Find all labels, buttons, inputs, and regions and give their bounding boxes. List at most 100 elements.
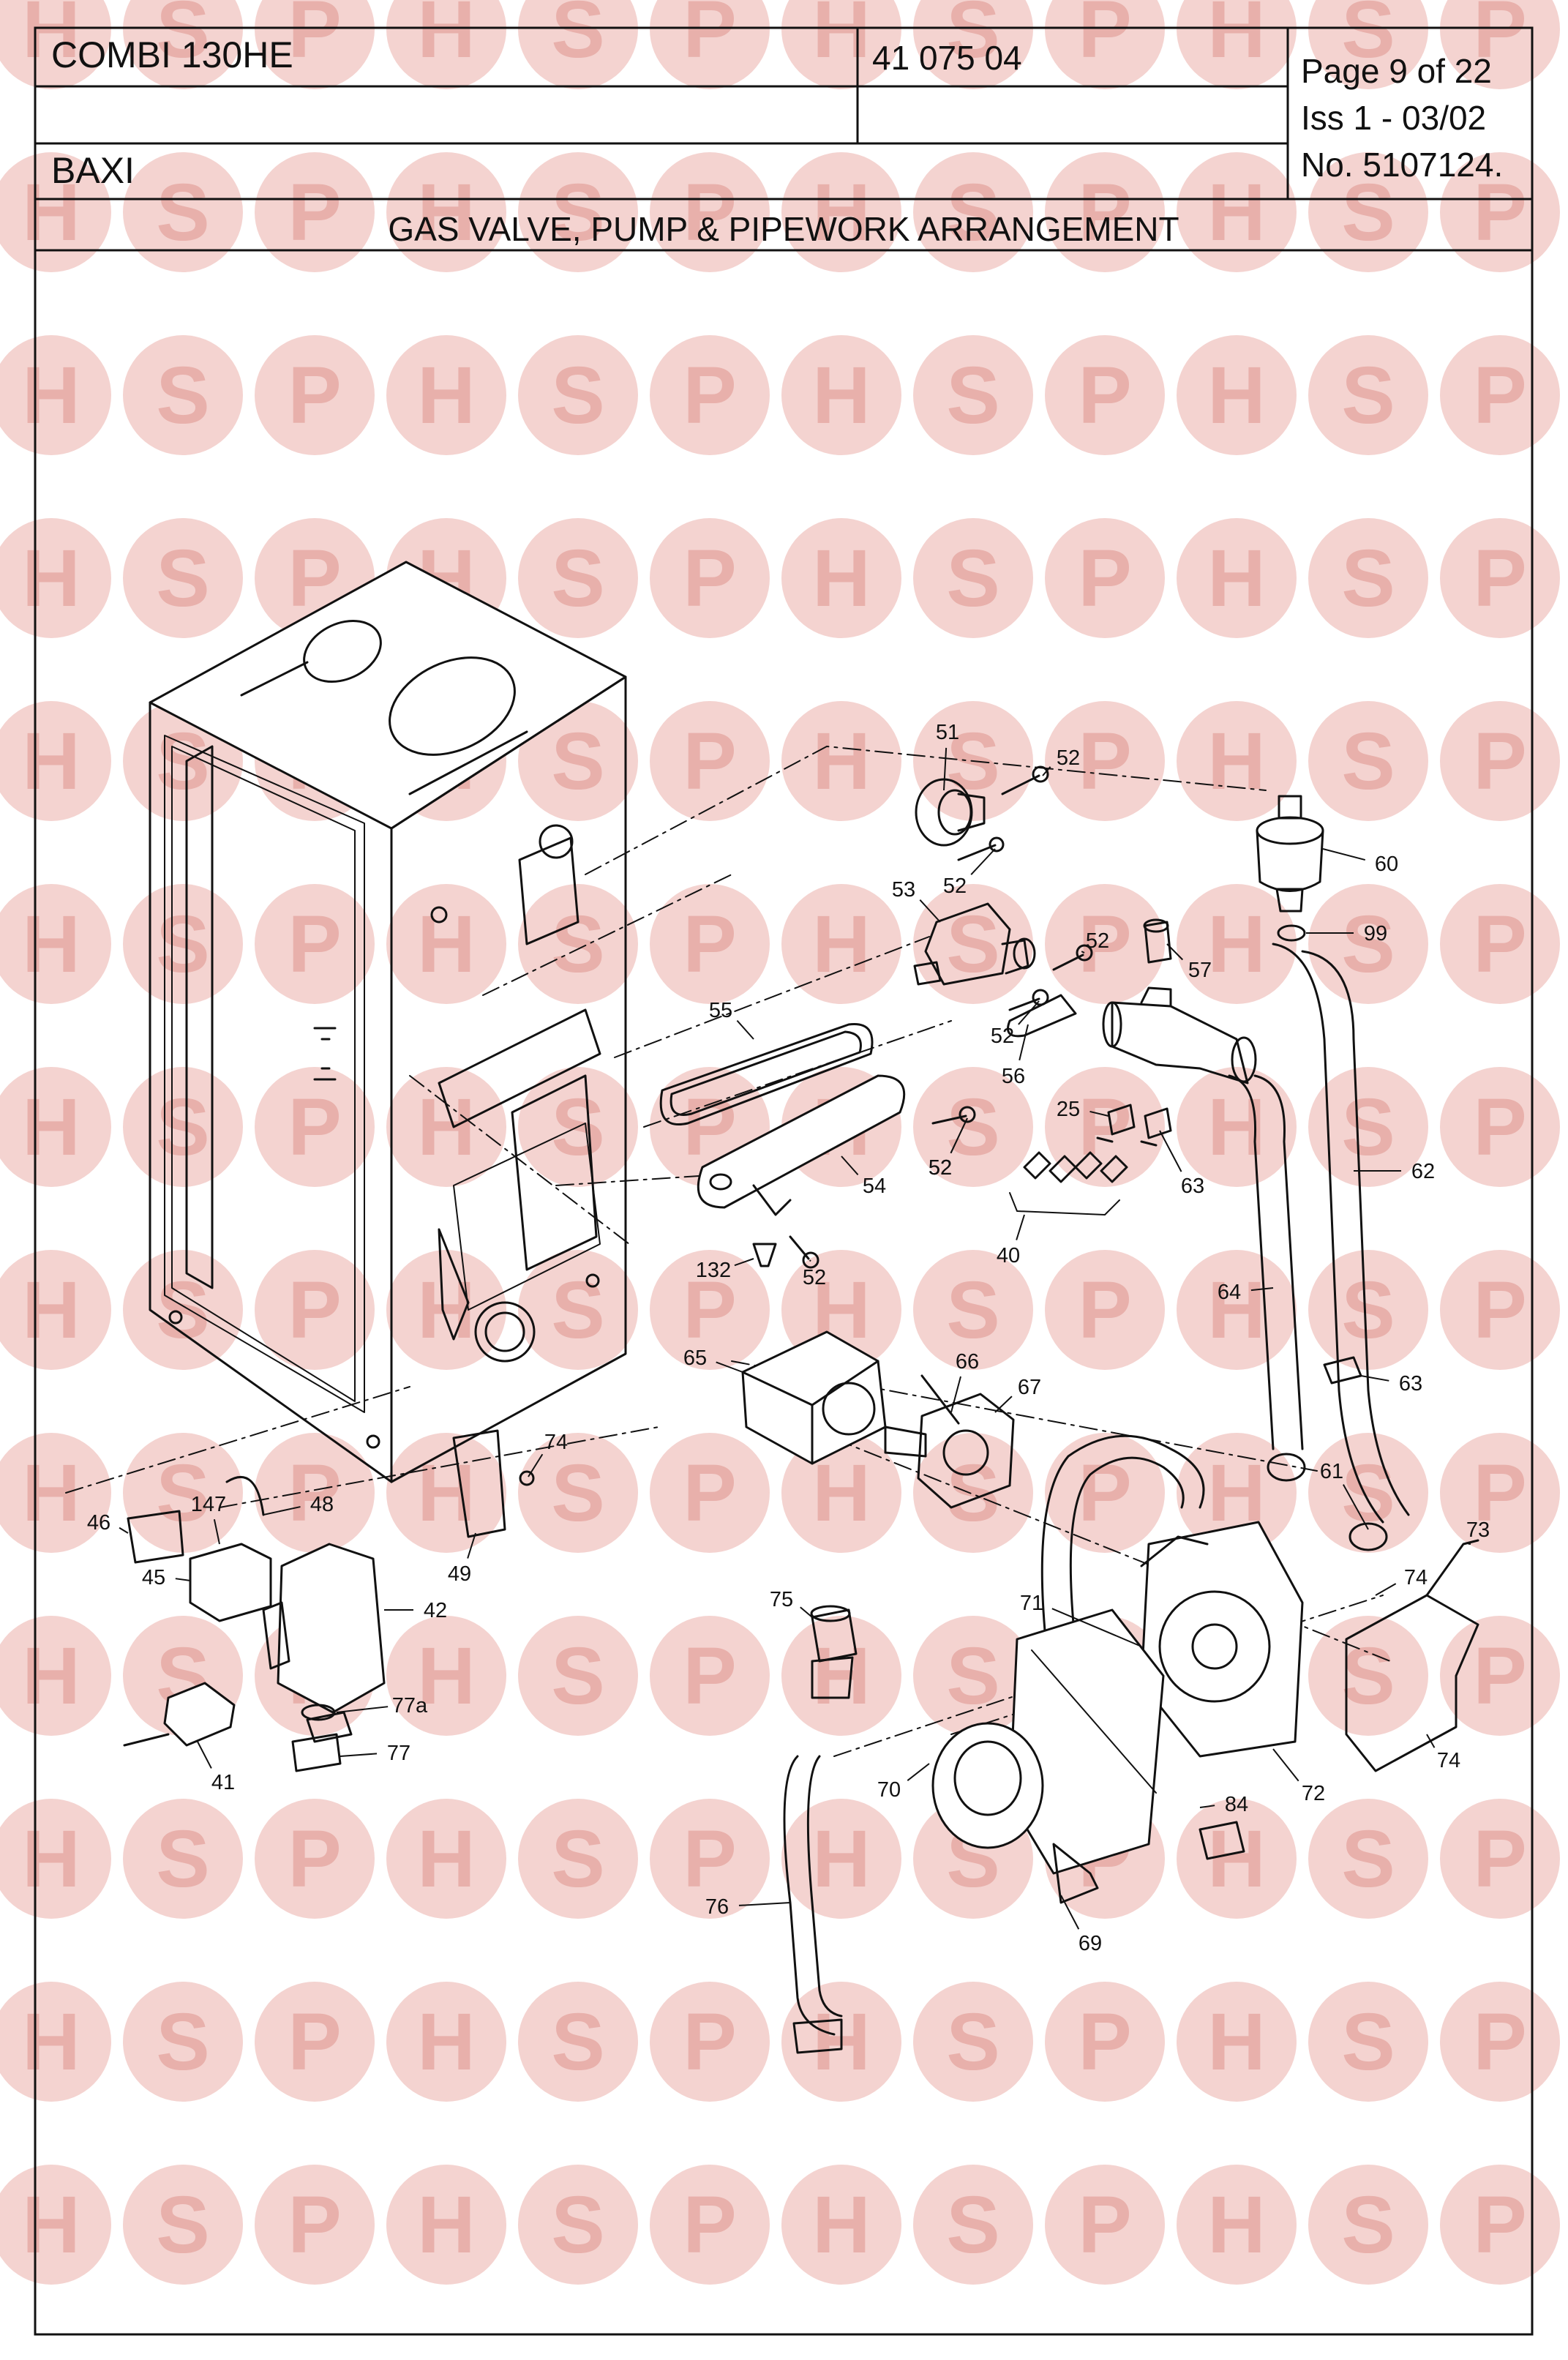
watermark-letter: P xyxy=(683,168,736,258)
callout-74: 74 xyxy=(1404,1566,1428,1589)
watermark-disc xyxy=(518,518,638,638)
leader-line-74 xyxy=(528,1453,544,1477)
watermark-letter: P xyxy=(683,0,736,75)
watermark-disc xyxy=(255,335,375,455)
watermark-disc xyxy=(0,1067,111,1187)
watermark-disc xyxy=(1045,1982,1165,2102)
watermark-disc xyxy=(1308,2165,1428,2285)
watermark-letter: S xyxy=(551,533,604,623)
callout-55: 55 xyxy=(709,999,732,1022)
callout-71: 71 xyxy=(1020,1592,1043,1615)
watermark-disc xyxy=(781,0,901,89)
leader-line-77a xyxy=(336,1706,389,1713)
watermark-disc xyxy=(1440,2165,1560,2285)
watermark-letter: H xyxy=(1207,0,1265,75)
watermark-letter: S xyxy=(156,533,209,623)
watermark-disc xyxy=(1177,884,1297,1004)
watermark-disc xyxy=(913,1433,1033,1553)
watermark-disc xyxy=(781,518,901,638)
watermark-letter: P xyxy=(1078,168,1131,258)
callout-69: 69 xyxy=(1079,1932,1102,1955)
callout-40: 40 xyxy=(997,1244,1020,1267)
watermark-letter: S xyxy=(551,168,604,258)
watermark-disc xyxy=(518,0,638,89)
watermark-letter: H xyxy=(417,1082,475,1172)
watermark-disc xyxy=(650,701,770,821)
watermark-letter: H xyxy=(22,1448,80,1538)
screw-74 xyxy=(519,1470,535,1486)
watermark-letter: H xyxy=(1207,168,1265,258)
watermark-letter: S xyxy=(1341,2180,1395,2270)
watermark-disc xyxy=(781,152,901,272)
watermark-letter: S xyxy=(1341,1265,1395,1355)
watermark-disc xyxy=(255,1433,375,1553)
watermark-disc xyxy=(1440,0,1560,89)
brand-name: BAXI xyxy=(51,150,135,191)
watermark-letter: H xyxy=(22,2180,80,2270)
part-132-nipple xyxy=(752,1243,777,1267)
watermark-letter: H xyxy=(417,168,475,258)
watermark-disc xyxy=(1308,152,1428,272)
watermark-disc xyxy=(386,152,506,272)
watermark-letter: S xyxy=(156,0,209,75)
watermark-disc xyxy=(781,335,901,455)
watermark-letter: P xyxy=(1473,351,1526,441)
watermark-disc xyxy=(386,1982,506,2102)
watermark-disc xyxy=(0,1982,111,2102)
watermark-letter: P xyxy=(288,1814,341,1904)
pump-connector xyxy=(1198,1821,1245,1860)
leader-line-76 xyxy=(738,1902,791,1906)
watermark-disc xyxy=(1045,2165,1165,2285)
watermark-letter: H xyxy=(22,1631,80,1721)
watermark-letter: H xyxy=(812,0,870,75)
watermark-disc xyxy=(650,518,770,638)
watermark-letter: S xyxy=(551,1631,604,1721)
callout-147: 147 xyxy=(191,1493,226,1516)
watermark-disc xyxy=(518,335,638,455)
watermark-letter: P xyxy=(1473,1997,1526,2087)
watermark-letter: H xyxy=(417,351,475,441)
leader-line-147 xyxy=(213,1519,220,1545)
watermark-disc xyxy=(1440,701,1560,821)
watermark-disc xyxy=(650,1982,770,2102)
callout-77a: 77a xyxy=(392,1694,428,1717)
watermark-disc xyxy=(1440,1982,1560,2102)
watermark-letter: P xyxy=(1078,716,1131,806)
watermark-letter: H xyxy=(22,1814,80,1904)
watermark-letter: P xyxy=(1473,899,1526,989)
part-45-block xyxy=(189,1543,272,1622)
watermark-disc xyxy=(650,1433,770,1553)
watermark-letter: S xyxy=(946,351,999,441)
watermark-disc xyxy=(913,2165,1033,2285)
watermark-disc xyxy=(0,1616,111,1736)
watermark-letter: S xyxy=(1341,1631,1395,1721)
callout-76: 76 xyxy=(705,1895,729,1919)
watermark-letter: S xyxy=(156,1997,209,2087)
watermark-disc xyxy=(1440,1433,1560,1553)
leader-line-70 xyxy=(907,1763,930,1781)
watermark-letter: S xyxy=(551,716,604,806)
callout-63: 63 xyxy=(1181,1175,1204,1198)
callout-67: 67 xyxy=(1018,1376,1041,1399)
watermark-disc xyxy=(386,884,506,1004)
watermark-letter: P xyxy=(1078,1448,1131,1538)
page-number: Page 9 of 22 xyxy=(1301,52,1492,90)
watermark-letter: H xyxy=(1207,2180,1265,2270)
leader-line-63 xyxy=(1360,1375,1389,1382)
watermark-letter: S xyxy=(156,1448,209,1538)
watermark-disc xyxy=(1045,152,1165,272)
watermark-disc xyxy=(1308,1067,1428,1187)
callout-84: 84 xyxy=(1225,1793,1248,1816)
part-65-pump-cover xyxy=(741,1330,887,1465)
watermark-letter: P xyxy=(1473,1448,1526,1538)
watermark-disc xyxy=(1045,884,1165,1004)
callout-52: 52 xyxy=(929,1156,952,1180)
watermark-disc xyxy=(0,152,111,272)
watermark-letter: P xyxy=(683,533,736,623)
leader-line-57 xyxy=(1166,943,1184,961)
leader-line-25 xyxy=(1089,1110,1109,1117)
watermark-disc xyxy=(123,1433,243,1553)
watermark-letter: H xyxy=(417,2180,475,2270)
watermark-letter: H xyxy=(812,351,870,441)
